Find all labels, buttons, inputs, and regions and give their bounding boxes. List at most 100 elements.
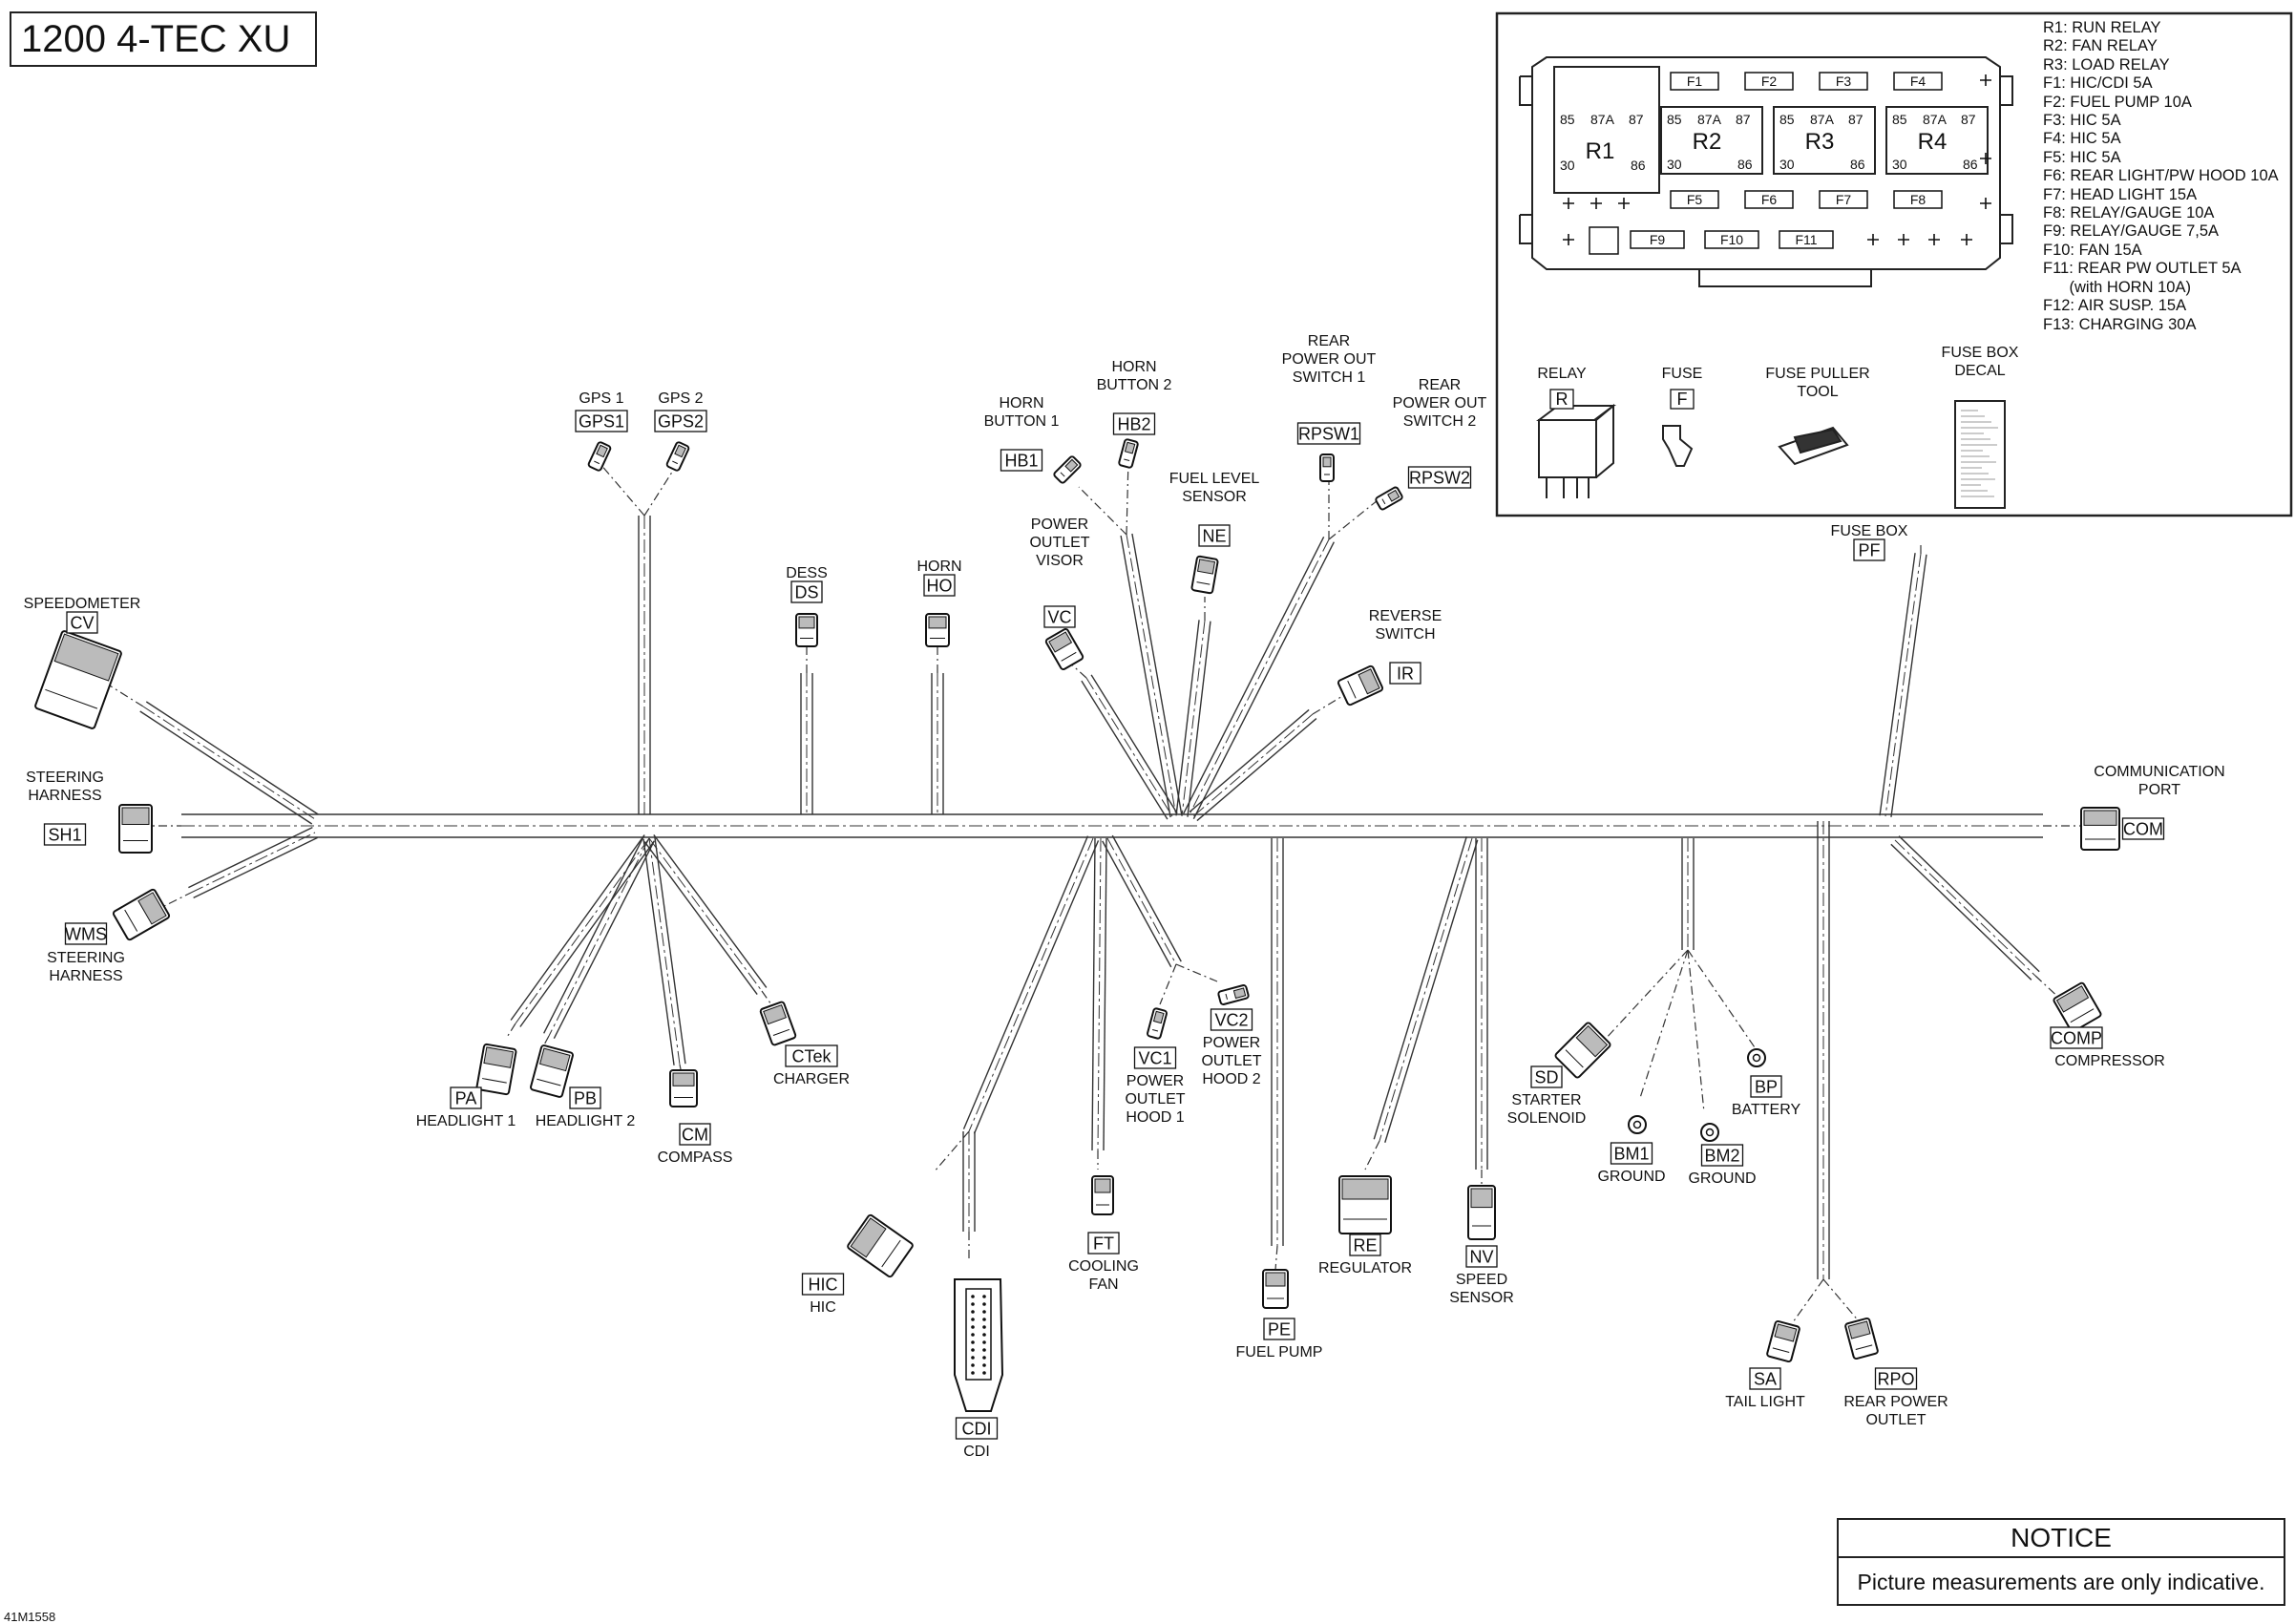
wire bbox=[1126, 457, 1129, 536]
connector-code: VC bbox=[1047, 608, 1071, 627]
connector-plug bbox=[1766, 1319, 1800, 1363]
connector-name: OUTLET bbox=[1865, 1412, 1926, 1428]
wire bbox=[1274, 1245, 1278, 1271]
harness-branch bbox=[1271, 838, 1284, 1246]
connector-name: SOLENOID bbox=[1507, 1110, 1587, 1127]
connector-name: HOOD 1 bbox=[1126, 1109, 1184, 1126]
cdi-module bbox=[954, 1278, 1004, 1412]
connector-code: CM bbox=[682, 1126, 708, 1145]
connector-code: CDI bbox=[962, 1420, 992, 1439]
connector-plug bbox=[1262, 1269, 1289, 1309]
harness-branch bbox=[1879, 553, 1927, 817]
connector-code: WMS bbox=[65, 925, 107, 944]
connector-name: POWER bbox=[1031, 517, 1088, 533]
connector-plug bbox=[1338, 1175, 1392, 1234]
connector-symbols bbox=[34, 438, 2120, 1412]
connector-plug bbox=[1118, 438, 1139, 469]
part-name: TOOL bbox=[1797, 384, 1838, 400]
harness-branch bbox=[1189, 708, 1317, 822]
part-name: RELAY bbox=[1537, 366, 1587, 382]
relay-pin: 85 bbox=[1667, 112, 1682, 127]
connector-code: HB1 bbox=[1004, 452, 1038, 471]
legend-entry: F5: HIC 5A bbox=[2043, 148, 2121, 166]
harness-branch bbox=[1890, 835, 2040, 981]
connector-plug bbox=[665, 441, 690, 472]
fuse-slot-label: F11 bbox=[1795, 232, 1817, 247]
connector-plug bbox=[1044, 628, 1084, 670]
connector-code: RPSW1 bbox=[1298, 425, 1359, 444]
fuse-slot-label: F6 bbox=[1761, 192, 1778, 207]
connector-plug bbox=[795, 613, 818, 647]
relay-name: R4 bbox=[1918, 129, 1948, 155]
connector-code: CTek bbox=[791, 1047, 832, 1066]
wire bbox=[541, 1035, 550, 1049]
connector-label-sa: SA TAIL LIGHT bbox=[1725, 1367, 1805, 1410]
harness-branch bbox=[1475, 838, 1488, 1170]
connector-name: FUEL PUMP bbox=[1236, 1344, 1323, 1360]
relay-pin: 87 bbox=[1629, 112, 1644, 127]
relay-name: R3 bbox=[1805, 129, 1835, 155]
relay-pin: 86 bbox=[1963, 157, 1978, 172]
connector-code: NV bbox=[1469, 1248, 1493, 1267]
connector-name: HORN bbox=[916, 559, 961, 575]
legend-entry: (with HORN 10A) bbox=[2043, 278, 2191, 296]
legend-entry: F1: HIC/CDI 5A bbox=[2043, 74, 2153, 93]
connector-code: RE bbox=[1353, 1236, 1377, 1255]
connector-name: HARNESS bbox=[28, 788, 101, 804]
connector-name: HEADLIGHT 2 bbox=[536, 1113, 636, 1129]
connector-plug bbox=[1190, 555, 1219, 595]
connector-name: SENSOR bbox=[1182, 489, 1247, 505]
connector-name: POWER bbox=[1203, 1035, 1260, 1051]
legend-entry: R1: RUN RELAY bbox=[2043, 19, 2161, 36]
connector-code: HIC bbox=[809, 1276, 838, 1295]
connector-code: CV bbox=[70, 614, 94, 633]
connector-code: VC1 bbox=[1138, 1049, 1171, 1068]
notice-title: NOTICE bbox=[1839, 1520, 2284, 1558]
connector-name: TAIL LIGHT bbox=[1725, 1394, 1805, 1410]
relay-pin: 30 bbox=[1560, 158, 1575, 173]
connector-name: COMMUNICATION bbox=[2094, 764, 2224, 780]
wire bbox=[1639, 949, 1689, 1099]
wire bbox=[1822, 1278, 1861, 1323]
notice-box: NOTICE Picture measurements are only ind… bbox=[1837, 1518, 2285, 1606]
legend-entry: F2: FUEL PUMP 10A bbox=[2043, 93, 2192, 111]
relay-pin: 87A bbox=[1590, 112, 1615, 127]
connector-code: PB bbox=[574, 1089, 597, 1108]
connector-name: CHARGER bbox=[773, 1071, 850, 1087]
relay-pin: 86 bbox=[1631, 158, 1646, 173]
connector-code: SA bbox=[1754, 1370, 1777, 1389]
connector-name: POWER bbox=[1126, 1073, 1184, 1089]
relay-pin: 87A bbox=[1923, 112, 1948, 127]
connector-plug bbox=[925, 613, 950, 647]
diagram-title: 1200 4-TEC XU bbox=[10, 11, 317, 67]
connector-code: COMP bbox=[2051, 1029, 2102, 1048]
connector-code: BP bbox=[1755, 1078, 1778, 1097]
legend-entry: F10: FAN 15A bbox=[2043, 241, 2142, 259]
harness-branch bbox=[638, 516, 651, 814]
fuse-slot-label: F10 bbox=[1720, 232, 1743, 247]
fuse-slots bbox=[1563, 72, 1991, 255]
wire bbox=[599, 462, 645, 517]
connector-name: CDI bbox=[963, 1444, 990, 1460]
wire bbox=[1687, 949, 1705, 1113]
connector-code: GPS1 bbox=[579, 412, 624, 432]
harness-branch bbox=[643, 834, 768, 995]
connector-code: IR bbox=[1397, 664, 1414, 684]
connector-plug bbox=[112, 888, 171, 941]
relay-pin: 85 bbox=[1560, 112, 1575, 127]
connector-name: REGULATOR bbox=[1318, 1260, 1412, 1276]
connector-code: DS bbox=[794, 583, 818, 602]
connector-name: GROUND bbox=[1597, 1169, 1665, 1185]
fuse-slot-label: F1 bbox=[1687, 74, 1703, 89]
wire bbox=[1078, 486, 1127, 536]
